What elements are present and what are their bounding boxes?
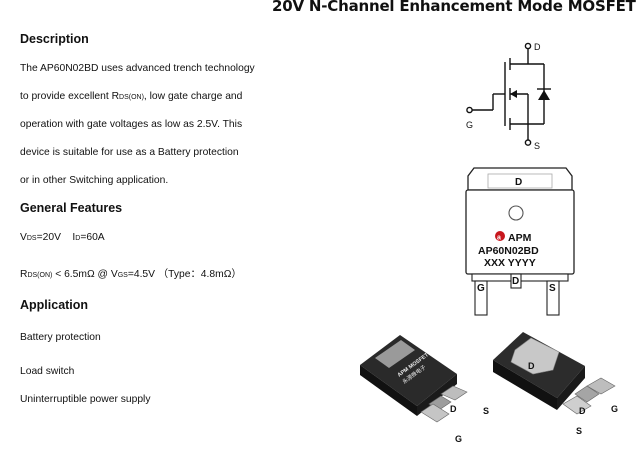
package-photo-top-view: APM MOSFET 永源微电子 D S G — [360, 335, 489, 444]
description-line-5: or in other Switching application. — [20, 175, 169, 186]
id-post: =60A — [80, 232, 105, 243]
feature-rdson: RDS(ON) < 6.5mΩ @ VGS=4.5V （Type：4.8mΩ） — [20, 265, 242, 280]
package-pin-gate-label: G — [477, 283, 485, 294]
apm-logo-icon — [495, 231, 505, 241]
photo-right-tab-drain-label: D — [528, 361, 535, 371]
features-heading: General Features — [20, 201, 123, 215]
photo-left-source-label: S — [483, 406, 489, 416]
vds-subscript: DS — [26, 235, 37, 242]
application-item: Load switch — [20, 366, 75, 377]
id-pre: I — [72, 232, 76, 243]
schematic-gate-label: G — [466, 120, 473, 130]
photo-left-drain-label: D — [450, 404, 457, 414]
application-heading: Application — [20, 298, 89, 312]
description-line-2-post: , low gate charge and — [143, 91, 243, 102]
feature-vds-id: VDS=20V ID=60A — [20, 232, 105, 243]
description-line-4: device is suitable for use as a Battery … — [20, 147, 239, 158]
package-outline-drawing: D a APM AP60N02BD XXX YYYY G D S — [465, 167, 575, 316]
description-line-2: to provide excellent RDS(ON), low gate c… — [20, 91, 242, 102]
application-item: Uninterruptible power supply — [20, 394, 151, 405]
application-item: Battery protection — [20, 332, 101, 343]
photo-right-gate-label: G — [611, 404, 618, 414]
package-brand: APM — [508, 232, 532, 244]
photo-right-drain-label: D — [579, 406, 586, 416]
rdson-subscript: DS(ON) — [119, 94, 144, 101]
mosfet-schematic-symbol: D G S — [466, 42, 551, 151]
photo-left-gate-label: G — [455, 434, 462, 444]
package-top-drain-label: D — [515, 177, 522, 188]
package-photos: APM MOSFET 永源微电子 D S G D D S G — [360, 332, 618, 444]
vds-pre: V — [20, 232, 27, 243]
package-pin-source-label: S — [549, 283, 556, 294]
vds-post: =20V — [36, 232, 61, 243]
schematic-source-label: S — [534, 141, 540, 151]
rds-subscript: DS(ON) — [27, 272, 53, 279]
rds-post: =4.5V （Type：4.8mΩ） — [127, 269, 242, 280]
description-line-3: operation with gate voltages as low as 2… — [20, 119, 243, 130]
schematic-drain-label: D — [534, 42, 541, 52]
photo-right-source-label: S — [576, 426, 582, 436]
package-photo-bottom-view: D D S G — [493, 332, 618, 436]
id-subscript: D — [75, 235, 81, 242]
svg-text:a: a — [497, 235, 501, 242]
description-line-2-pre: to provide excellent R — [20, 91, 120, 102]
description-line-1: The AP60N02BD uses advanced trench techn… — [20, 63, 255, 74]
document-title: 20V N-Channel Enhancement Mode MOSFET — [272, 0, 636, 15]
description-heading: Description — [20, 32, 89, 46]
vgs-subscript: GS — [117, 272, 128, 279]
rds-mid: < 6.5mΩ @ V — [52, 269, 118, 280]
rds-pre: R — [20, 269, 28, 280]
package-date-code: XXX YYYY — [484, 257, 536, 269]
package-part-number: AP60N02BD — [478, 245, 539, 257]
package-pin-drain-label: D — [512, 276, 519, 287]
